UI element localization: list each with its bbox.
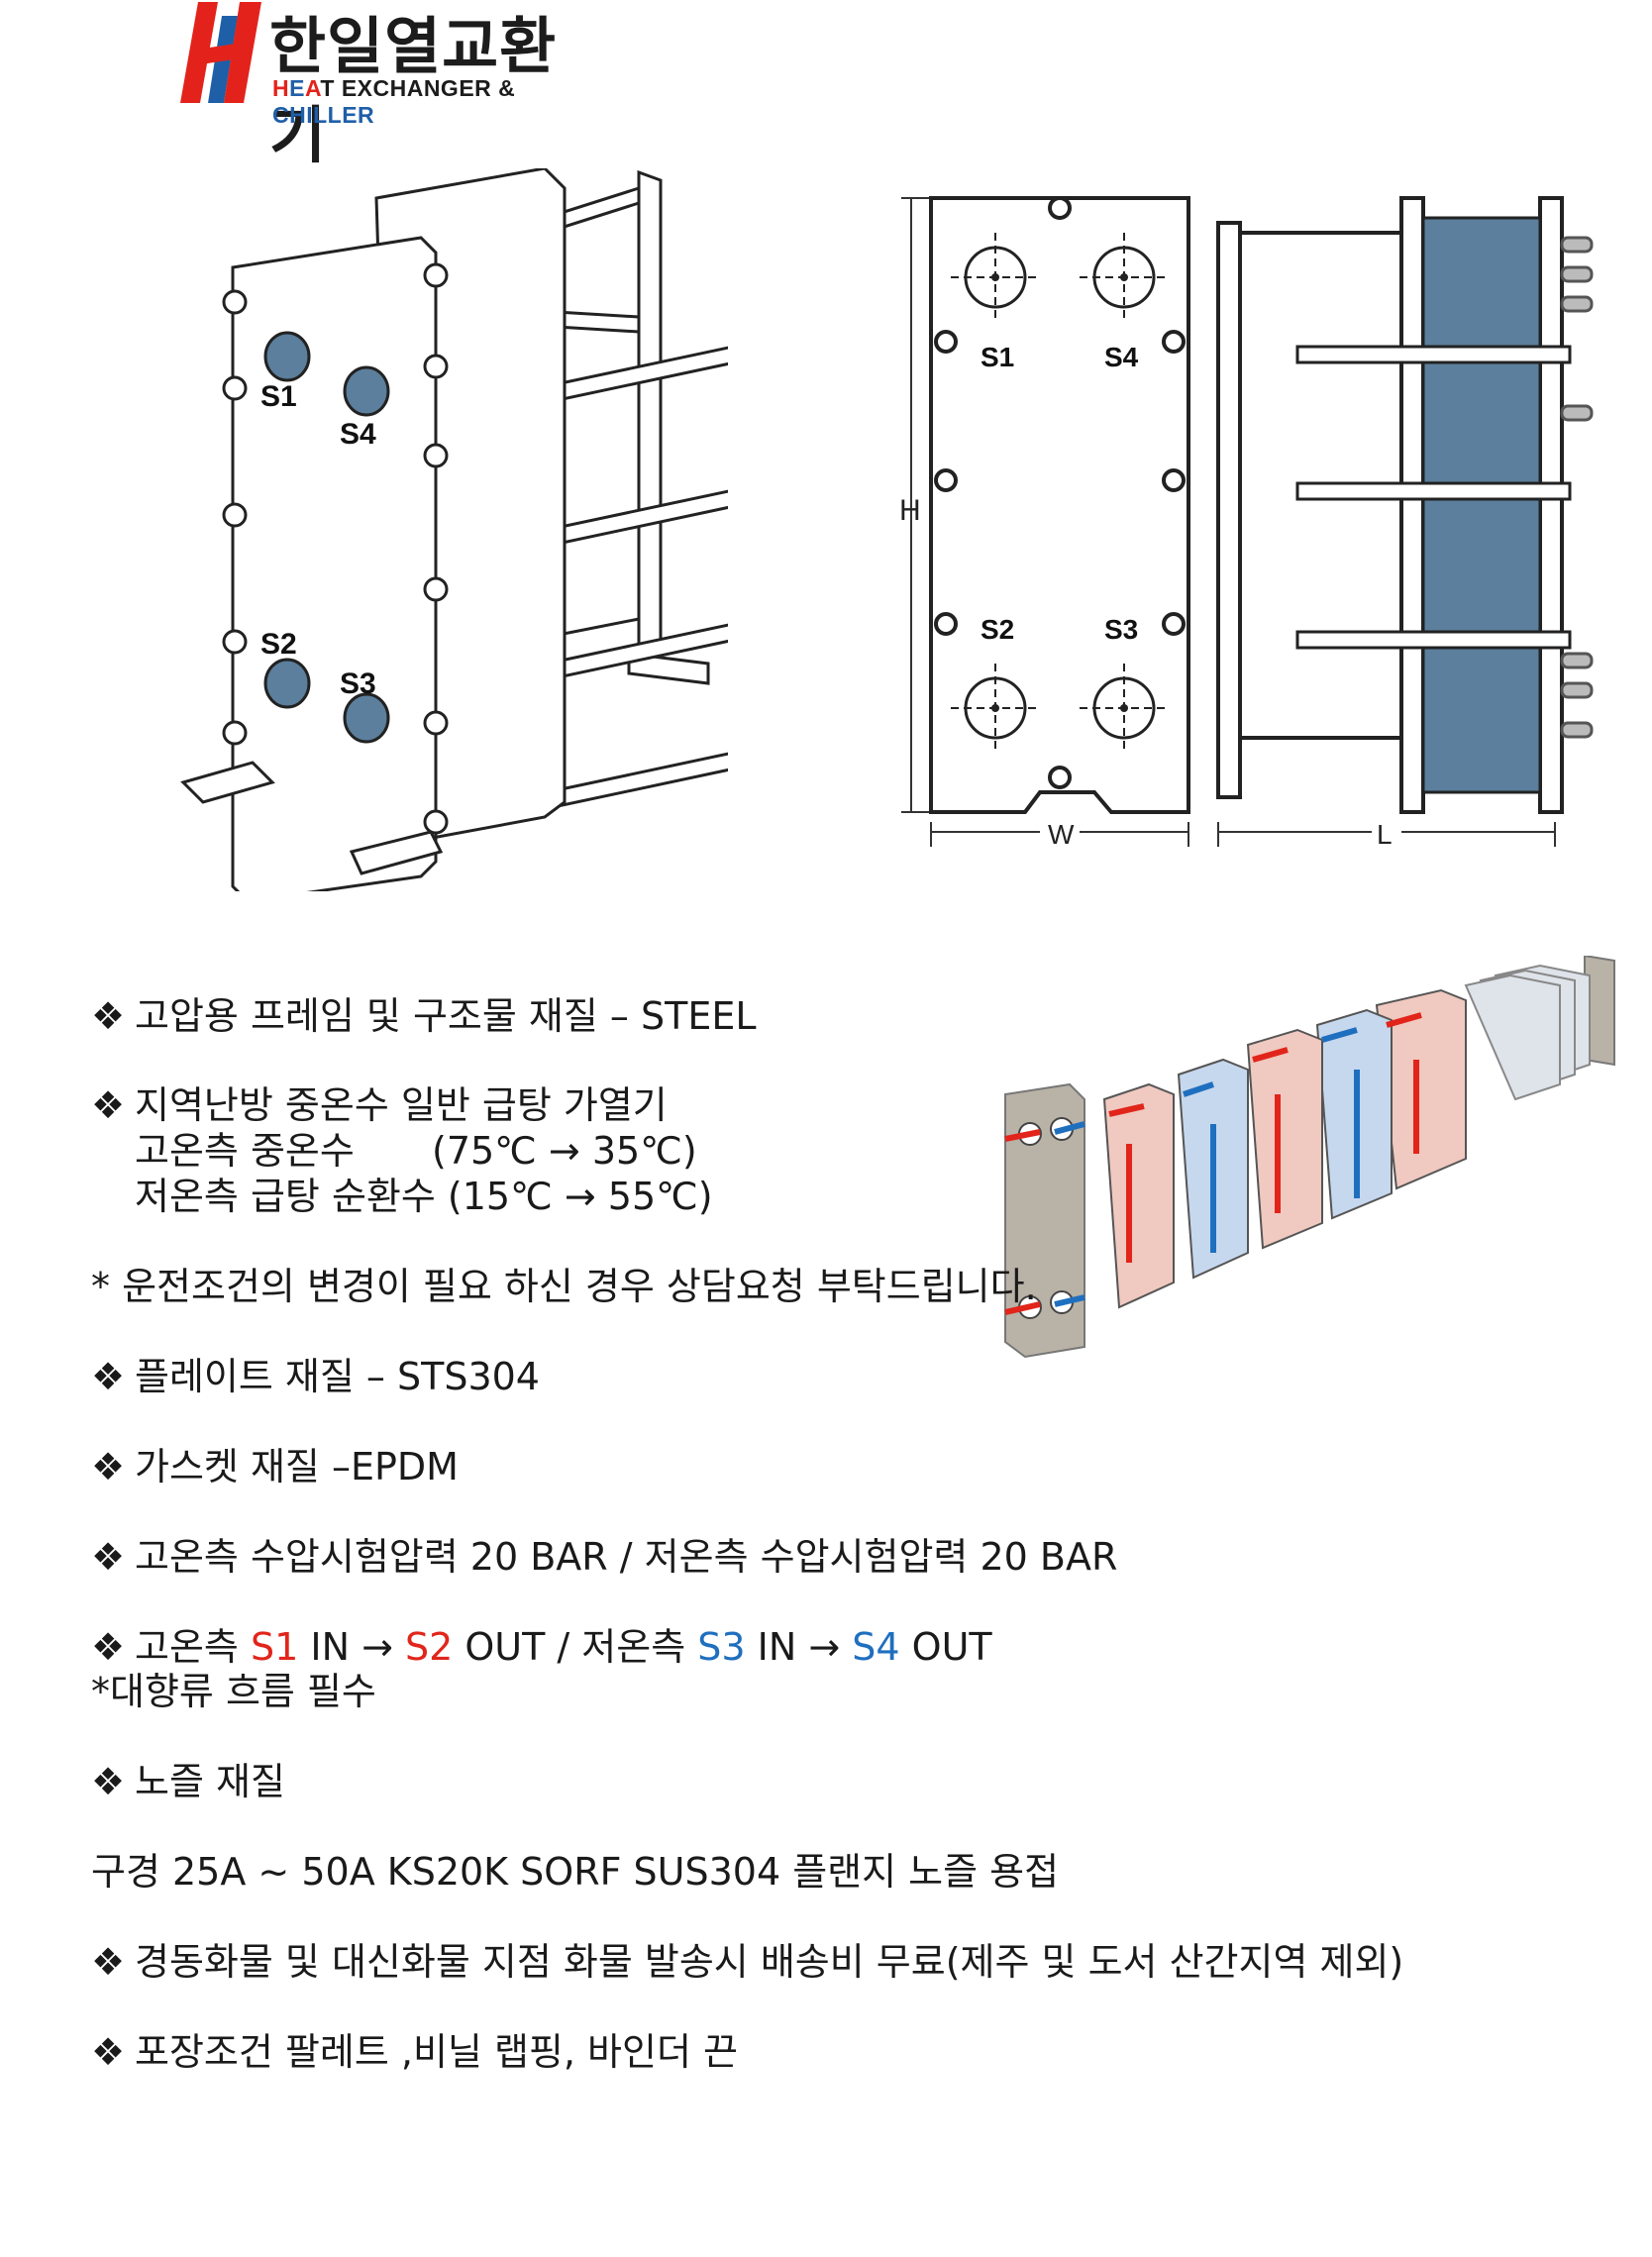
spec-packing: ❖포장조건 팔레트 ,비닐 랩핑, 바인더 끈	[91, 2030, 738, 2074]
front-label-s1: S1	[981, 342, 1014, 372]
spec-shipping: ❖경동화물 및 대신화물 지점 화물 발송시 배송비 무료(제주 및 도서 산간…	[91, 1940, 1404, 1984]
bullet-icon: ❖	[91, 1535, 126, 1579]
dim-h-label: H	[899, 494, 921, 527]
logo: 한일열교환기 HEAT EXCHANGER & CHILLER	[178, 0, 614, 171]
front-label-s4: S4	[1104, 342, 1139, 372]
logo-mark-icon	[180, 2, 261, 103]
bullet-icon: ❖	[91, 994, 126, 1038]
side-view-diagram: L	[1216, 196, 1594, 850]
dim-w-label: W	[1048, 819, 1075, 850]
spec-gasket: ❖가스켓 재질 –EPDM	[91, 1445, 459, 1488]
logo-korean: 한일열교환기	[269, 10, 558, 171]
front-label-s3: S3	[1104, 614, 1138, 645]
dim-l-label: L	[1377, 819, 1393, 850]
spec-nozzle: 구경 25A ~ 50A KS20K SORF SUS304 플랜지 노즐 용접	[91, 1850, 1060, 1894]
bullet-icon: ❖	[91, 1355, 126, 1398]
port-label-s3: S3	[340, 667, 376, 700]
spec-frame: ❖고압용 프레임 및 구조물 재질 – STEEL	[91, 994, 757, 1038]
spec-pressure: ❖고온측 수압시험압력 20 BAR / 저온측 수압시험압력 20 BAR	[91, 1535, 1118, 1579]
spec-counterflow: *대향류 흐름 필수	[91, 1670, 376, 1713]
spec-hot-side: 고온측 중온수(75℃ → 35℃)	[135, 1129, 697, 1173]
spec-use: ❖지역난방 중온수 일반 급탕 가열기	[91, 1083, 668, 1127]
bullet-icon: ❖	[91, 2030, 126, 2074]
spec-cold-side: 저온측 급탕 순환수 (15℃ → 55℃)	[135, 1175, 713, 1218]
heat-exchanger-isometric-diagram: S1 S4 S2 S3	[180, 168, 728, 891]
bullet-icon: ❖	[91, 1940, 126, 1984]
spec-plate: ❖플레이트 재질 – STS304	[91, 1355, 540, 1398]
port-label-s2: S2	[260, 628, 297, 661]
spec-nozzle-title: ❖노즐 재질	[91, 1760, 285, 1803]
front-view-diagram: H S1 S4 S2 S3 W	[899, 196, 1190, 850]
spec-note: * 운전조건의 변경이 필요 하신 경우 상담요청 부탁드립니다.	[91, 1265, 1037, 1308]
logo-english: HEAT EXCHANGER & CHILLER	[272, 75, 516, 128]
port-label-s4: S4	[340, 418, 376, 451]
front-label-s2: S2	[981, 614, 1014, 645]
bullet-icon: ❖	[91, 1083, 126, 1127]
bullet-icon: ❖	[91, 1625, 126, 1669]
side-plate-pack	[1421, 216, 1542, 794]
bullet-icon: ❖	[91, 1760, 126, 1803]
port-label-s1: S1	[260, 380, 297, 413]
exploded-plate-diagram	[1004, 956, 1615, 1359]
spec-flow: ❖고온측 S1 IN → S2 OUT / 저온측 S3 IN → S4 OUT	[91, 1625, 992, 1669]
bullet-icon: ❖	[91, 1445, 126, 1488]
